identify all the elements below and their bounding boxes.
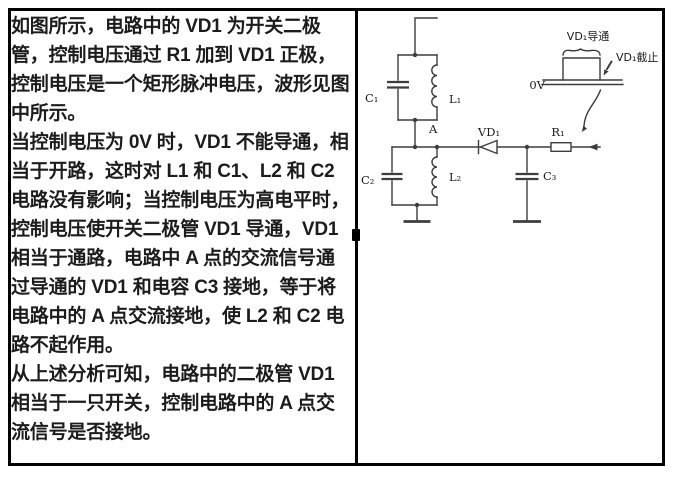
description-paragraph-2: 当控制电压为 0V 时，VD1 不能导通，相当于开路，这时对 L1 和 C1、L… [11, 132, 350, 356]
signal-direction-arrowhead [588, 143, 598, 151]
r1-label: R₁ [551, 125, 564, 139]
circuit-diagram: C₁ L₁ C₂ L₂ C₃ VD₁ R₁ A 0V VD₁导通 VD₁截止 [361, 17, 658, 223]
junction-dot [412, 117, 418, 123]
l2-inductor-icon [431, 156, 438, 198]
waveform-overbrace [562, 48, 601, 56]
vd1-label: VD₁ [477, 125, 500, 139]
node-a-label: A [428, 122, 438, 136]
vd1-conduct-label: VD₁导通 [567, 30, 609, 43]
l1-label: L₁ [449, 92, 461, 106]
description-paragraph-1: 如图所示，电路中的 VD1 为开关二极管，控制电压通过 R1 加到 VD1 正极… [11, 16, 350, 124]
junction-dot [412, 52, 418, 58]
zero-volt-label: 0V [529, 78, 545, 92]
cutoff-pointer-arrow [606, 60, 613, 70]
junction-dot [524, 144, 530, 150]
l2-label: L₂ [449, 170, 461, 184]
cutoff-pointer-arrowhead [603, 69, 609, 76]
c1-capacitor-icon [387, 80, 409, 89]
c3-label: C₃ [543, 169, 557, 183]
top-lead-wire [414, 17, 438, 56]
c1-label: C₁ [365, 91, 378, 105]
junction-dot [414, 202, 420, 208]
description-paragraph-3: 从上述分析可知，电路中的二极管 VD1 相当于一只开关，控制电路中的 A 点交流… [11, 364, 335, 443]
waveform-pulse [562, 57, 601, 81]
r1-resistor-icon [550, 141, 572, 152]
curved-pointer-arrow [583, 89, 602, 127]
c3-capacitor-icon [515, 172, 539, 181]
description-text-panel: 如图所示，电路中的 VD1 为开关二极管，控制电压通过 R1 加到 VD1 正极… [11, 12, 352, 447]
l1-inductor-icon [431, 64, 438, 108]
junction-dot [412, 144, 418, 150]
curved-pointer-arrowhead [581, 125, 587, 132]
junction-dot-a [434, 144, 440, 150]
divider-scan-artifact [352, 229, 360, 241]
vd1-diode-icon [478, 139, 498, 155]
circuit-diagram-panel: C₁ L₁ C₂ L₂ C₃ VD₁ R₁ A 0V VD₁导通 VD₁截止 [357, 8, 667, 466]
c2-label: C₂ [361, 173, 374, 187]
c2-capacitor-icon [381, 172, 403, 181]
vd1-cutoff-label: VD₁截止 [616, 50, 658, 64]
page-frame [8, 8, 665, 466]
